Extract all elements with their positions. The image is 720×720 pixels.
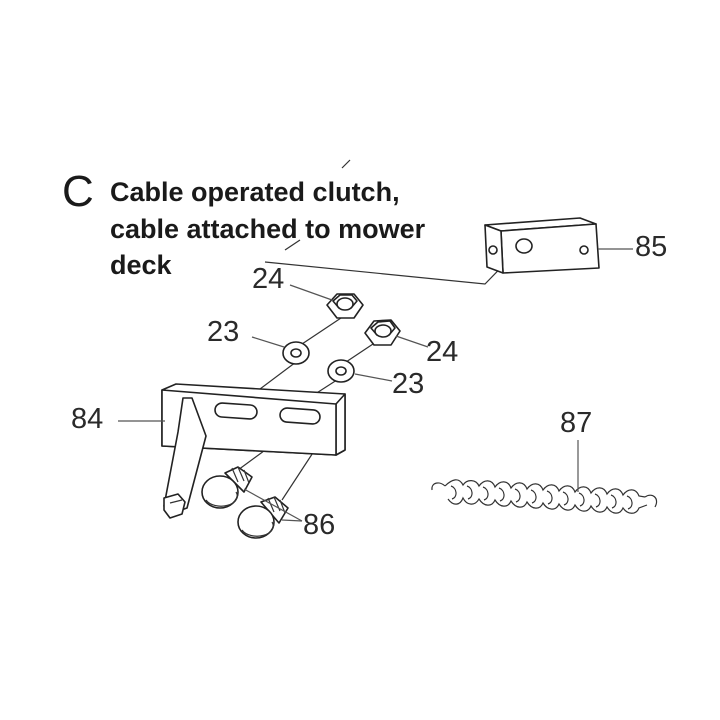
callout-87: 87 — [560, 407, 592, 439]
callout-86: 86 — [303, 509, 335, 541]
section-title-line-3: deck — [110, 250, 173, 280]
hex-nut-24-lower-icon — [364, 319, 401, 346]
washer-23-lower-icon — [327, 359, 355, 383]
callout-85: 85 — [635, 231, 667, 263]
callout-24-lower: 24 — [426, 336, 458, 368]
section-title-line-2: cable attached to mower — [110, 214, 426, 244]
bracket-84-icon — [161, 383, 346, 519]
callout-24-upper: 24 — [252, 263, 284, 295]
leader-lines — [118, 248, 633, 522]
callout-23-lower: 23 — [392, 368, 424, 400]
plate-85-icon — [484, 217, 600, 274]
callout-84: 84 — [71, 403, 103, 435]
callout-23-upper: 23 — [207, 316, 239, 348]
section-title-line-1: Cable operated clutch, — [110, 177, 400, 207]
section-letter: C — [62, 167, 94, 216]
bolt-86-lower-icon — [237, 496, 289, 539]
spring-87-icon — [431, 479, 658, 514]
washer-23-upper-icon — [282, 341, 310, 365]
bolt-86-upper-icon — [201, 466, 253, 509]
hex-nut-24-upper-icon — [326, 293, 364, 319]
